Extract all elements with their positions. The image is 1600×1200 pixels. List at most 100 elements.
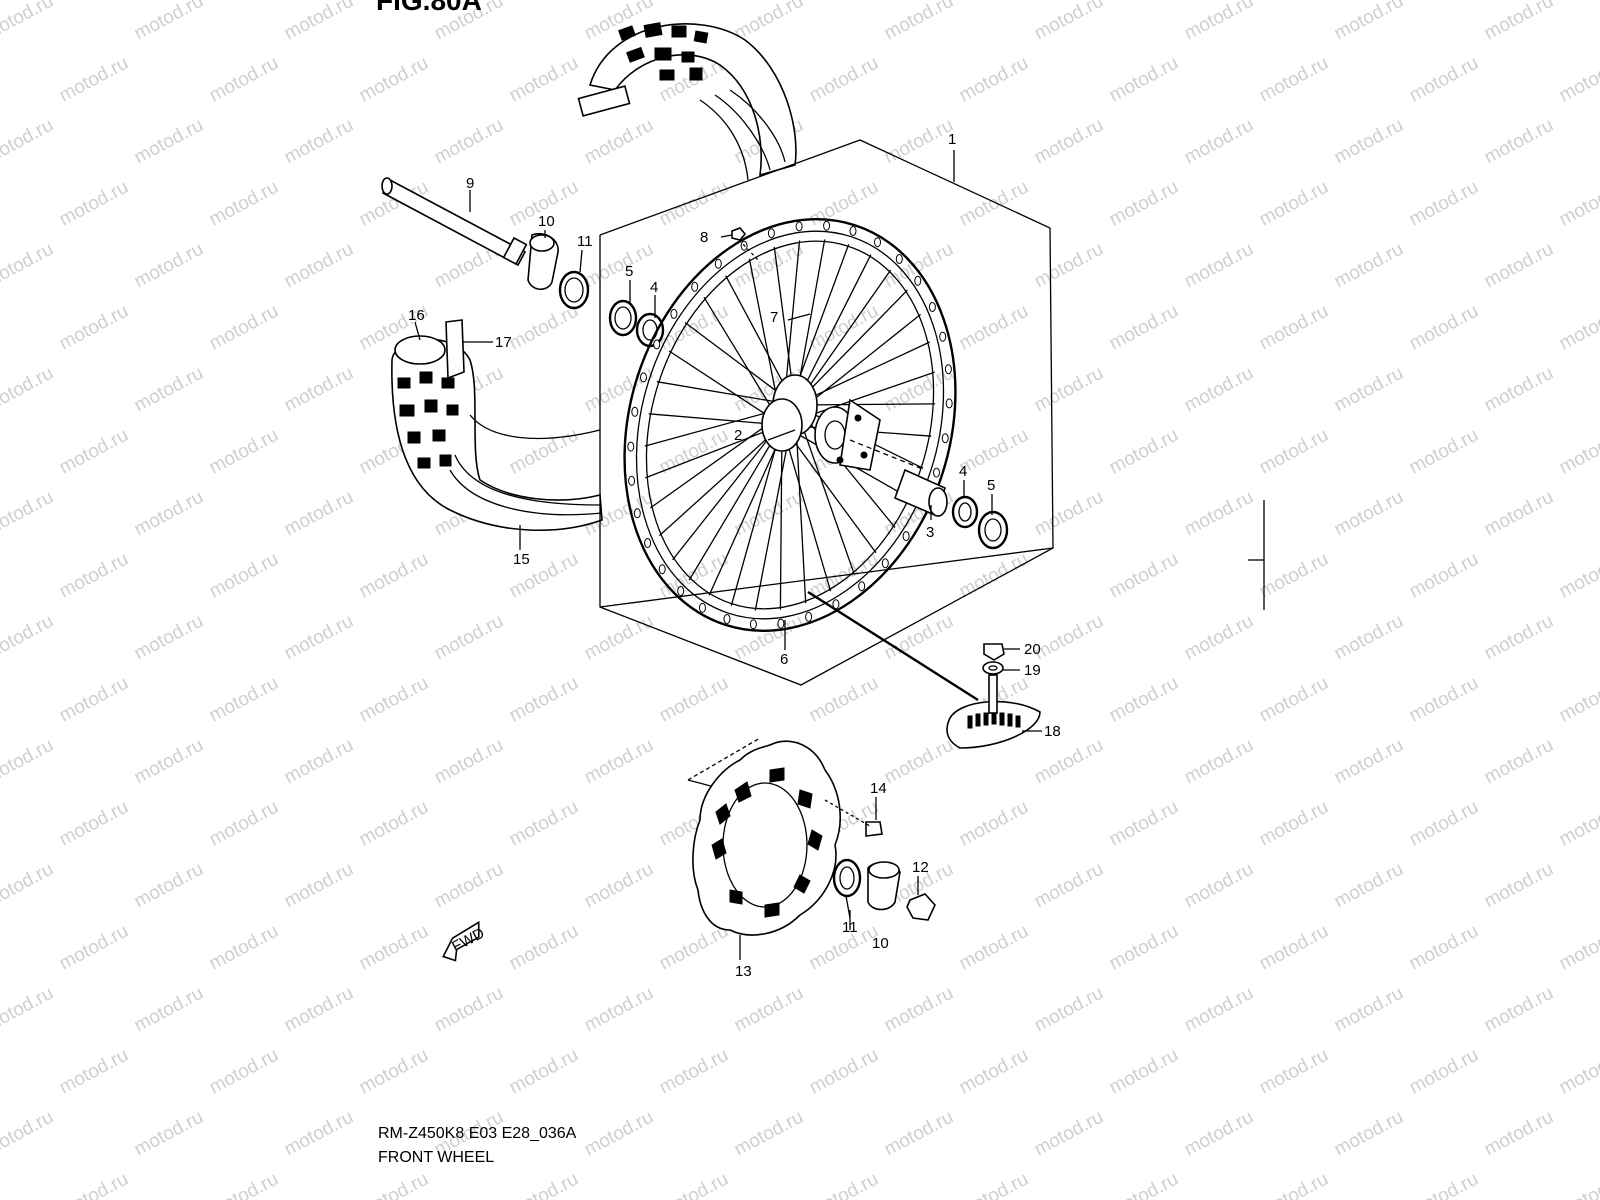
watermark-text: motod.ru [806, 53, 882, 107]
watermark-text: motod.ru [1556, 53, 1600, 107]
watermark-text: motod.ru [131, 611, 207, 665]
watermark-text: motod.ru [1256, 425, 1332, 479]
watermark-text: motod.ru [1031, 735, 1107, 789]
watermark-text: motod.ru [1331, 487, 1407, 541]
watermark-text: motod.ru [1481, 1107, 1557, 1161]
rim-nipple [749, 619, 757, 630]
watermark-text: motod.ru [806, 673, 882, 727]
spoke [794, 403, 936, 406]
rim-nipple [723, 614, 731, 624]
watermark-text: motod.ru [1181, 0, 1257, 44]
watermark-text: motod.ru [431, 115, 507, 169]
rim-nipple [858, 581, 866, 592]
rim-nipple [767, 228, 775, 239]
watermark-text: motod.ru [56, 549, 132, 603]
watermark-text: motod.ru [56, 425, 132, 479]
callout-c6: 6 [780, 651, 788, 668]
watermark-text: motod.ru [1256, 301, 1332, 355]
callout-c20: 20 [1024, 641, 1041, 658]
watermark-text: motod.ru [1106, 673, 1182, 727]
watermark-text: motod.ru [431, 735, 507, 789]
watermark-text: motod.ru [1181, 983, 1257, 1037]
watermark-text: motod.ru [1031, 0, 1107, 44]
watermark-text: motod.ru [1181, 239, 1257, 293]
watermark-text: motod.ru [1331, 611, 1407, 665]
watermark-text: motod.ru [1106, 921, 1182, 975]
callout-c13: 13 [735, 963, 752, 980]
watermark-text: motod.ru [1481, 115, 1557, 169]
watermark-text: motod.ru [806, 1169, 882, 1200]
rim-lock-bolt [731, 227, 761, 263]
model-code: RM-Z450K8 E03 E28_036A [378, 1125, 577, 1142]
spoke [668, 350, 783, 426]
watermark-text: motod.ru [956, 1169, 1032, 1200]
watermark-text: motod.ru [206, 1045, 282, 1099]
watermark-text: motod.ru [1406, 425, 1482, 479]
watermark-text: motod.ru [431, 983, 507, 1037]
watermark-text: motod.ru [581, 859, 657, 913]
rim-nipple [777, 618, 785, 629]
right-side-parts [849, 439, 1009, 550]
rim-nipple [914, 275, 922, 286]
watermark-text: motod.ru [1481, 487, 1557, 541]
rim-nipple [714, 258, 722, 269]
watermark-text: motod.ru [1031, 487, 1107, 541]
watermark-text: motod.ru [281, 115, 357, 169]
rim-nipple [628, 475, 636, 486]
watermark-text: motod.ru [1031, 239, 1107, 293]
watermark-text: motod.ru [506, 425, 582, 479]
watermark-text: motod.ru [506, 1169, 582, 1200]
watermark-text: motod.ru [56, 1045, 132, 1099]
watermark-text: motod.ru [1406, 301, 1482, 355]
spoke [658, 424, 783, 537]
watermark-text: motod.ru [1031, 363, 1107, 417]
watermark-text: motod.ru [131, 859, 207, 913]
watermark-text: motod.ru [731, 1107, 807, 1161]
watermark-text: motod.ru [1556, 673, 1600, 727]
spoke [688, 424, 783, 581]
watermark-text: motod.ru [1181, 363, 1257, 417]
watermark-text: motod.ru [281, 611, 357, 665]
watermark-text: motod.ru [1106, 53, 1182, 107]
callout-c2: 2 [734, 427, 742, 444]
watermark-text: motod.ru [1481, 859, 1557, 913]
rim-nipple [653, 339, 661, 350]
watermark-text: motod.ru [1556, 1045, 1600, 1099]
watermark-text: motod.ru [1556, 1169, 1600, 1200]
watermark-text: motod.ru [1556, 425, 1600, 479]
watermark-text: motod.ru [1406, 53, 1482, 107]
callout-c10b: 10 [872, 935, 889, 952]
rim-lock-assembly [807, 590, 1041, 749]
watermark-text: motod.ru [0, 0, 57, 44]
watermark-text: motod.ru [1331, 0, 1407, 44]
watermark-text: motod.ru [1181, 859, 1257, 913]
watermark-text: motod.ru [581, 735, 657, 789]
watermark-text: motod.ru [131, 735, 207, 789]
watermark-text: motod.ru [56, 921, 132, 975]
wheel-hub [761, 374, 881, 471]
watermark-text: motod.ru [1481, 239, 1557, 293]
watermark-text: motod.ru [1331, 239, 1407, 293]
watermark-text: motod.ru [1556, 301, 1600, 355]
watermark-text: motod.ru [1406, 673, 1482, 727]
watermark-text: motod.ru [206, 797, 282, 851]
watermark-text: motod.ru [581, 611, 657, 665]
watermark-text: motod.ru [0, 115, 57, 169]
watermark-text: motod.ru [1331, 735, 1407, 789]
watermark-text: motod.ru [1181, 487, 1257, 541]
watermark-text: motod.ru [356, 549, 432, 603]
callout-c1: 1 [948, 131, 956, 148]
watermark-text: motod.ru [1031, 983, 1107, 1037]
callout-c15: 15 [513, 551, 530, 568]
watermark-text: motod.ru [1406, 797, 1482, 851]
watermark-text: motod.ru [356, 1169, 432, 1200]
watermark-text: motod.ru [956, 177, 1032, 231]
watermark-text: motod.ru [1331, 115, 1407, 169]
watermark-text: motod.ru [1031, 115, 1107, 169]
watermark-text: motod.ru [1331, 1107, 1407, 1161]
watermark-text: motod.ru [1481, 735, 1557, 789]
watermark-text: motod.ru [356, 921, 432, 975]
watermark-text: motod.ru [731, 983, 807, 1037]
watermark-text: motod.ru [0, 735, 57, 789]
watermark-text: motod.ru [206, 921, 282, 975]
